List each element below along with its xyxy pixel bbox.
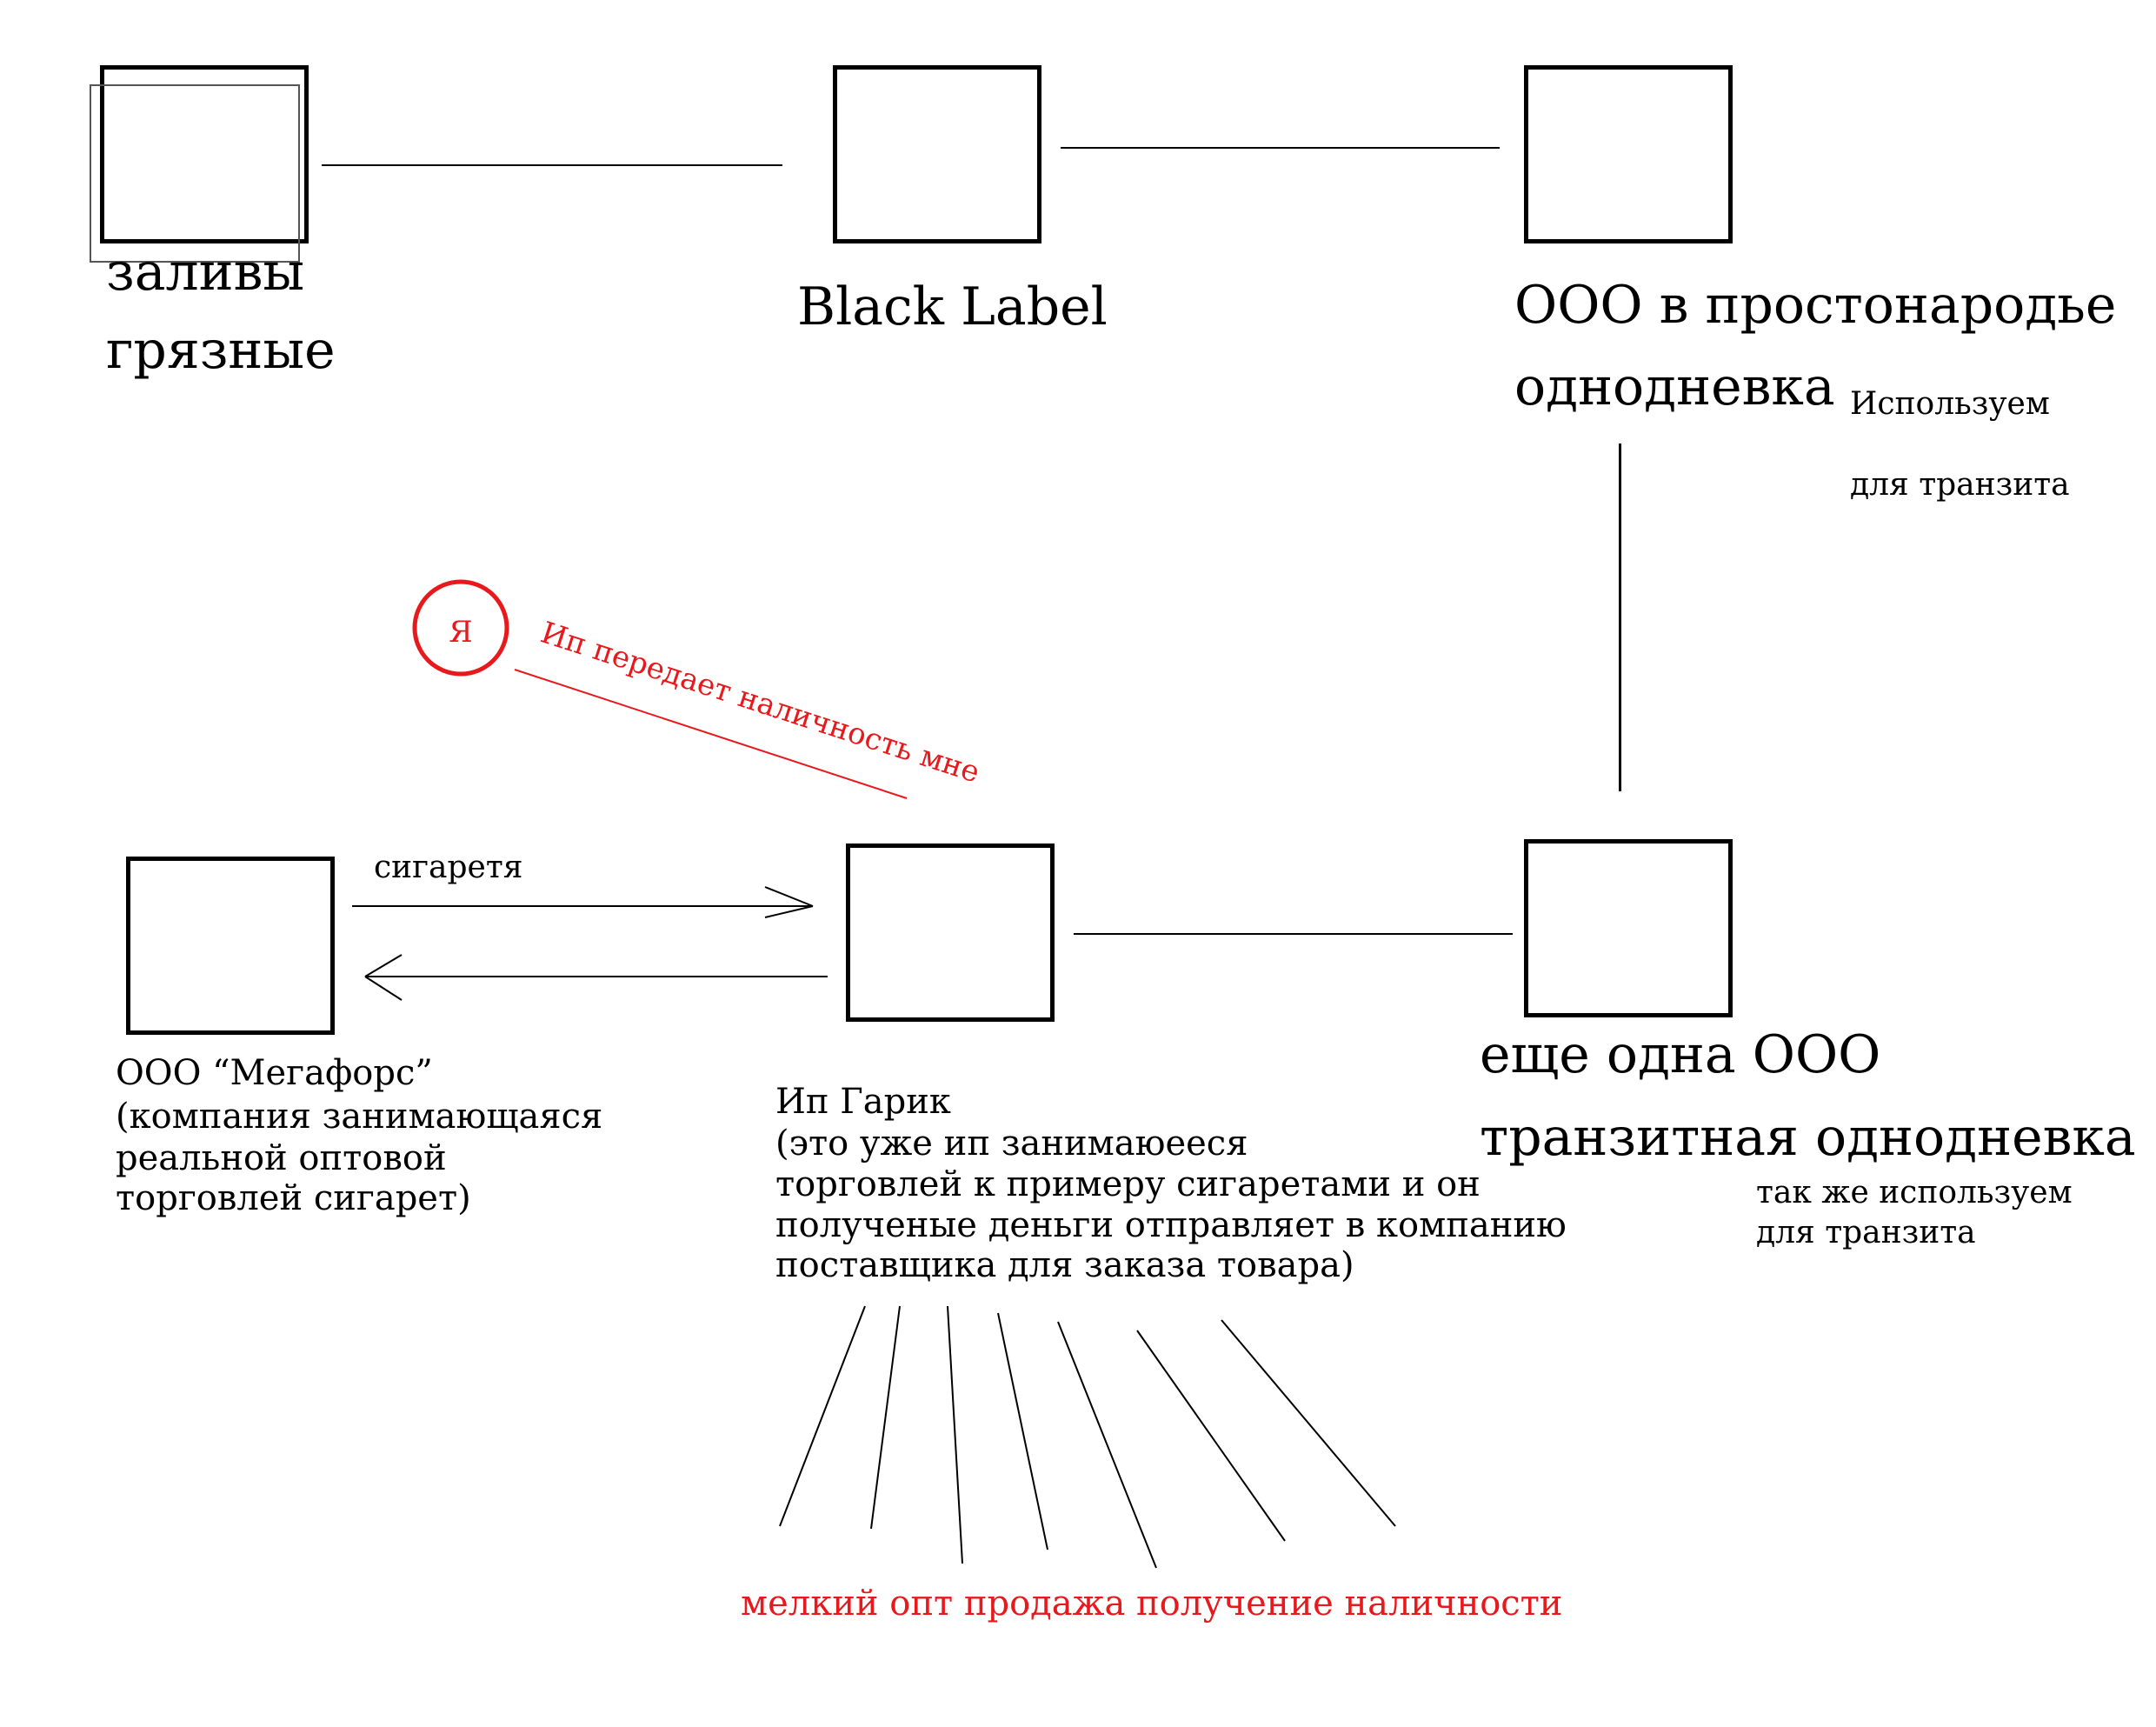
megafors-line4: торговлей сигарет) <box>116 1178 471 1218</box>
megafors-box <box>126 857 335 1035</box>
zalivy-box-shadow <box>90 84 300 263</box>
ooo-bottom-note-line1: так же используем <box>1756 1175 2073 1210</box>
ooo-bottom-box <box>1524 839 1733 1017</box>
ooo-bottom-label-line2: транзитная однодневка <box>1480 1107 2136 1168</box>
zalivy-box <box>100 65 309 243</box>
megafors-line1: ООО “Мегафорс” <box>116 1053 433 1093</box>
ooo-top-box <box>1524 65 1733 243</box>
cash-note: Ип передает наличность мне <box>536 616 983 790</box>
fan-line-2 <box>870 1305 901 1530</box>
edge-garik-ooo-bottom <box>1074 933 1513 935</box>
ooo-top-label-line1: ООО в простонародье <box>1514 275 2117 336</box>
zalivy-label-line2: грязные <box>106 320 336 381</box>
fan-label: мелкий опт продажа получение наличности <box>741 1584 1563 1624</box>
arrow-garik-to-megafors <box>364 954 828 1001</box>
zalivy-label-line1: заливы <box>106 242 305 303</box>
fan-lines <box>779 1305 1396 1569</box>
fan-line-3 <box>947 1305 963 1564</box>
arrow-megafors-to-garik <box>352 886 814 918</box>
ip-garik-line1: Ип Гарик <box>775 1082 951 1122</box>
fan-line-7 <box>1221 1319 1396 1527</box>
ip-garik-line5: поставщика для заказа товара) <box>775 1245 1354 1285</box>
megafors-line2: (компания занимающаяся <box>116 1097 603 1137</box>
edge-blacklabel-ooo-top <box>1061 147 1500 149</box>
ip-garik-line4: полученые деньги отправляет в компанию <box>775 1205 1567 1245</box>
fan-line-6 <box>1136 1330 1286 1542</box>
black-label-label: Black Label <box>797 277 1108 337</box>
ooo-top-label-line2: однодневка <box>1514 357 1835 417</box>
ooo-top-note-line2: для транзита <box>1850 467 2070 503</box>
ya-circle <box>412 579 509 677</box>
cash-line <box>514 669 908 799</box>
ip-garik-line2: (это уже ип занимаюееся <box>775 1124 1248 1164</box>
ooo-bottom-note-line2: для транзита <box>1756 1215 1976 1250</box>
edge-ooo-top-ooo-bottom <box>1619 443 1621 791</box>
ip-garik-box <box>846 843 1055 1022</box>
black-label-box <box>833 65 1041 243</box>
ip-garik-line3: торговлей к примеру сигаретами и он <box>775 1164 1481 1204</box>
fan-line-4 <box>997 1312 1048 1550</box>
megafors-line3: реальной оптовой <box>116 1138 447 1178</box>
edge-zalivy-blacklabel <box>322 164 782 166</box>
ya-label: Я <box>449 615 472 650</box>
fan-line-1 <box>779 1305 866 1527</box>
cigarettes-label: сигаретя <box>374 850 523 885</box>
fan-line-5 <box>1057 1321 1157 1569</box>
ooo-bottom-label-line1: еще одна ООО <box>1480 1024 1881 1085</box>
ooo-top-note-line1: Используем <box>1850 386 2050 422</box>
